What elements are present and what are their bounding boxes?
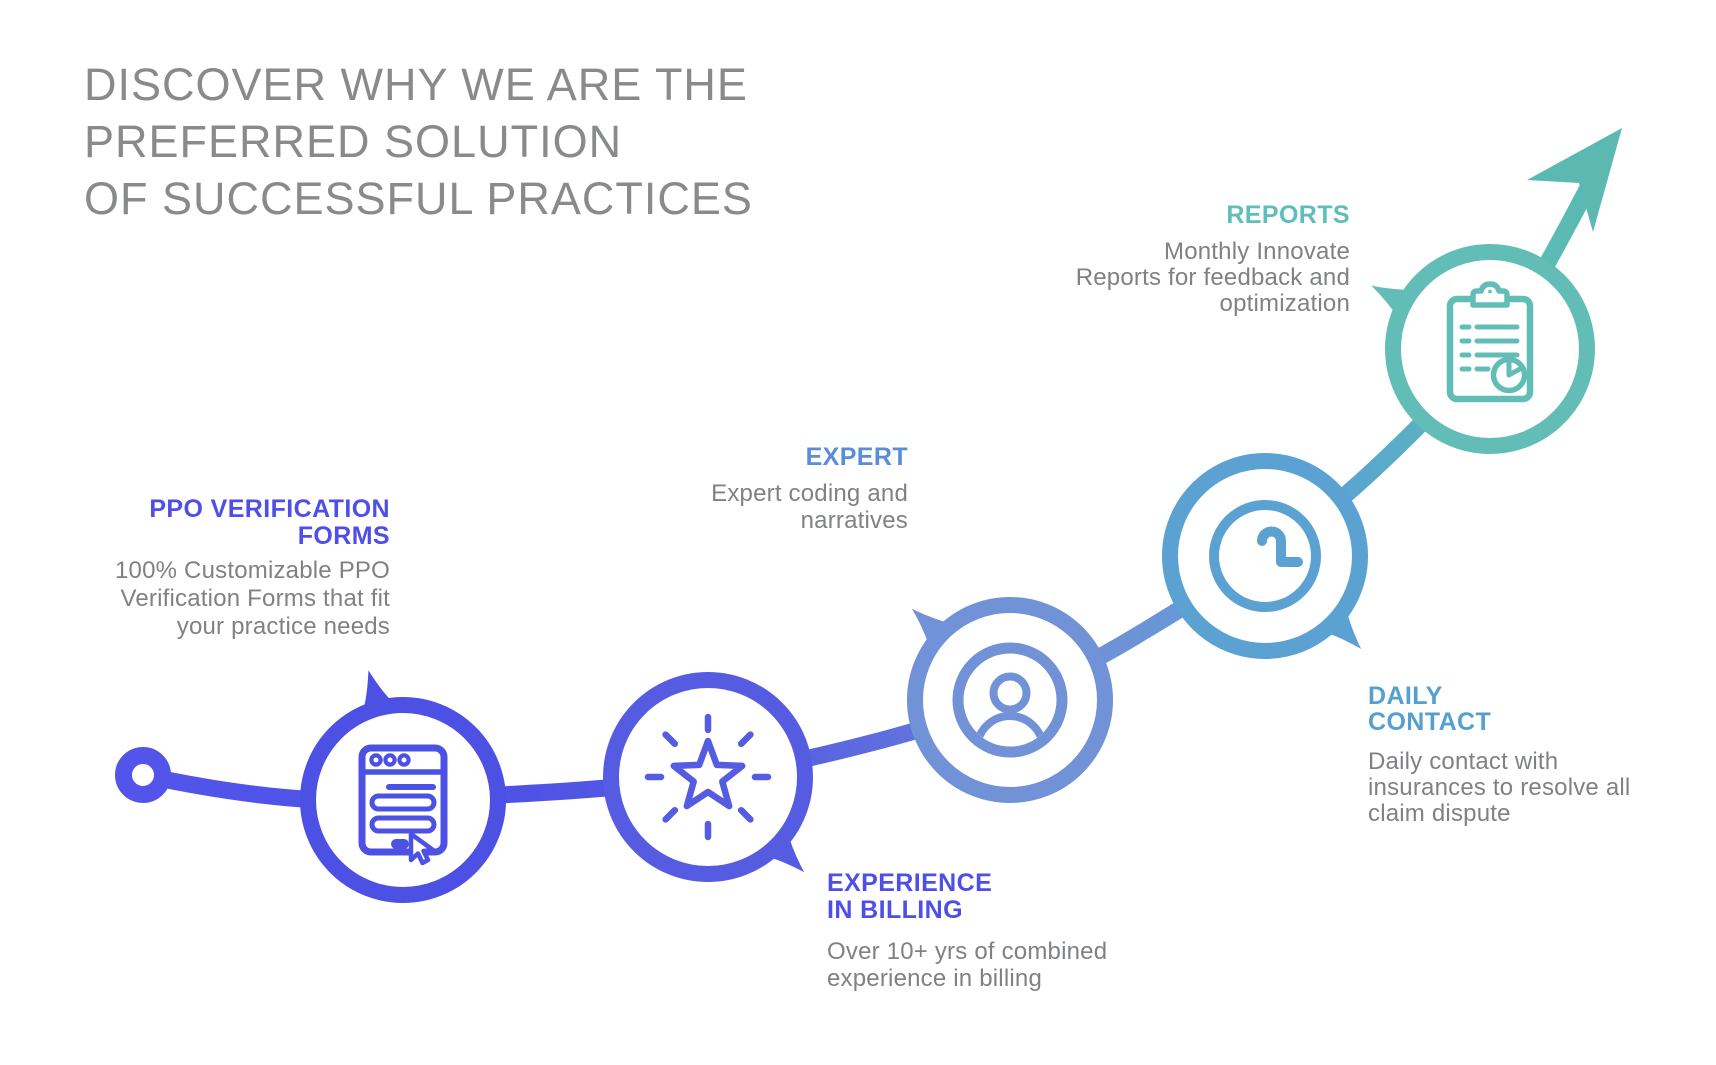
page-title: DISCOVER WHY WE ARE THE PREFERRED SOLUTI… — [84, 56, 753, 227]
star-icon — [644, 713, 772, 841]
body-line: Reports for feedback and — [1075, 264, 1350, 291]
body-line: Verification Forms that fit — [120, 585, 390, 612]
heading-line: EXPERIENCE — [827, 869, 993, 897]
trend-arrowhead — [1527, 128, 1622, 232]
body-line: optimization — [1219, 290, 1350, 317]
milestone-description: Daily contact with insurances to resolve… — [1368, 749, 1630, 827]
swoosh-triangle-2 — [765, 833, 805, 873]
body-line: Daily contact with — [1368, 748, 1559, 775]
milestone-heading: PPO VERIFICATION FORMS — [40, 496, 390, 550]
milestone-heading: EXPERT — [608, 444, 908, 471]
milestone-heading: DAILY CONTACT — [1368, 683, 1630, 735]
milestone-experience-in-billing: EXPERIENCE IN BILLING Over 10+ yrs of co… — [827, 870, 1107, 993]
heading-line: EXPERT — [805, 443, 908, 471]
milestone-reports: REPORTS Monthly Innovate Reports for fee… — [1020, 202, 1350, 317]
milestone-description: 100% Customizable PPO Verification Forms… — [40, 557, 390, 641]
milestone-daily-contact: DAILY CONTACT Daily contact with insuran… — [1368, 683, 1630, 827]
milestone-expert: EXPERT Expert coding and narratives — [608, 444, 908, 535]
body-line: insurances to resolve all — [1368, 774, 1631, 801]
body-line: claim dispute — [1368, 800, 1511, 827]
heading-line: REPORTS — [1226, 201, 1350, 229]
body-line: 100% Customizable PPO — [115, 557, 390, 584]
swoosh-triangle-3 — [911, 608, 951, 647]
page-title-line: OF SUCCESSFUL PRACTICES — [84, 173, 753, 224]
milestone-heading: EXPERIENCE IN BILLING — [827, 870, 1107, 924]
heading-line: CONTACT — [1368, 708, 1492, 736]
heading-line: FORMS — [297, 522, 390, 550]
body-line: your practice needs — [176, 613, 390, 640]
body-line: narratives — [800, 507, 908, 534]
clock-icon — [1209, 500, 1321, 612]
milestone-heading: REPORTS — [1020, 202, 1350, 229]
swoosh-triangle-4 — [1323, 610, 1362, 650]
heading-line: DAILY — [1368, 682, 1443, 710]
page-title-line: PREFERRED SOLUTION — [84, 116, 623, 167]
milestone-ppo-verification-forms: PPO VERIFICATION FORMS 100% Customizable… — [40, 496, 390, 641]
page-title-line: DISCOVER WHY WE ARE THE — [84, 59, 748, 110]
milestone-description: Over 10+ yrs of combined experience in b… — [827, 938, 1107, 992]
milestone-description: Expert coding and narratives — [608, 480, 908, 534]
heading-line: IN BILLING — [827, 896, 963, 924]
heading-line: PPO VERIFICATION — [149, 495, 390, 523]
start-ring — [115, 747, 171, 803]
milestone-description: Monthly Innovate Reports for feedback an… — [1020, 239, 1350, 317]
body-line: Over 10+ yrs of combined — [827, 938, 1108, 965]
body-line: experience in billing — [827, 965, 1042, 992]
body-line: Expert coding and — [711, 480, 908, 507]
person-icon — [952, 642, 1068, 758]
clipboard-icon — [1446, 281, 1534, 403]
body-line: Monthly Innovate — [1164, 238, 1350, 265]
form-window-icon — [358, 744, 448, 866]
